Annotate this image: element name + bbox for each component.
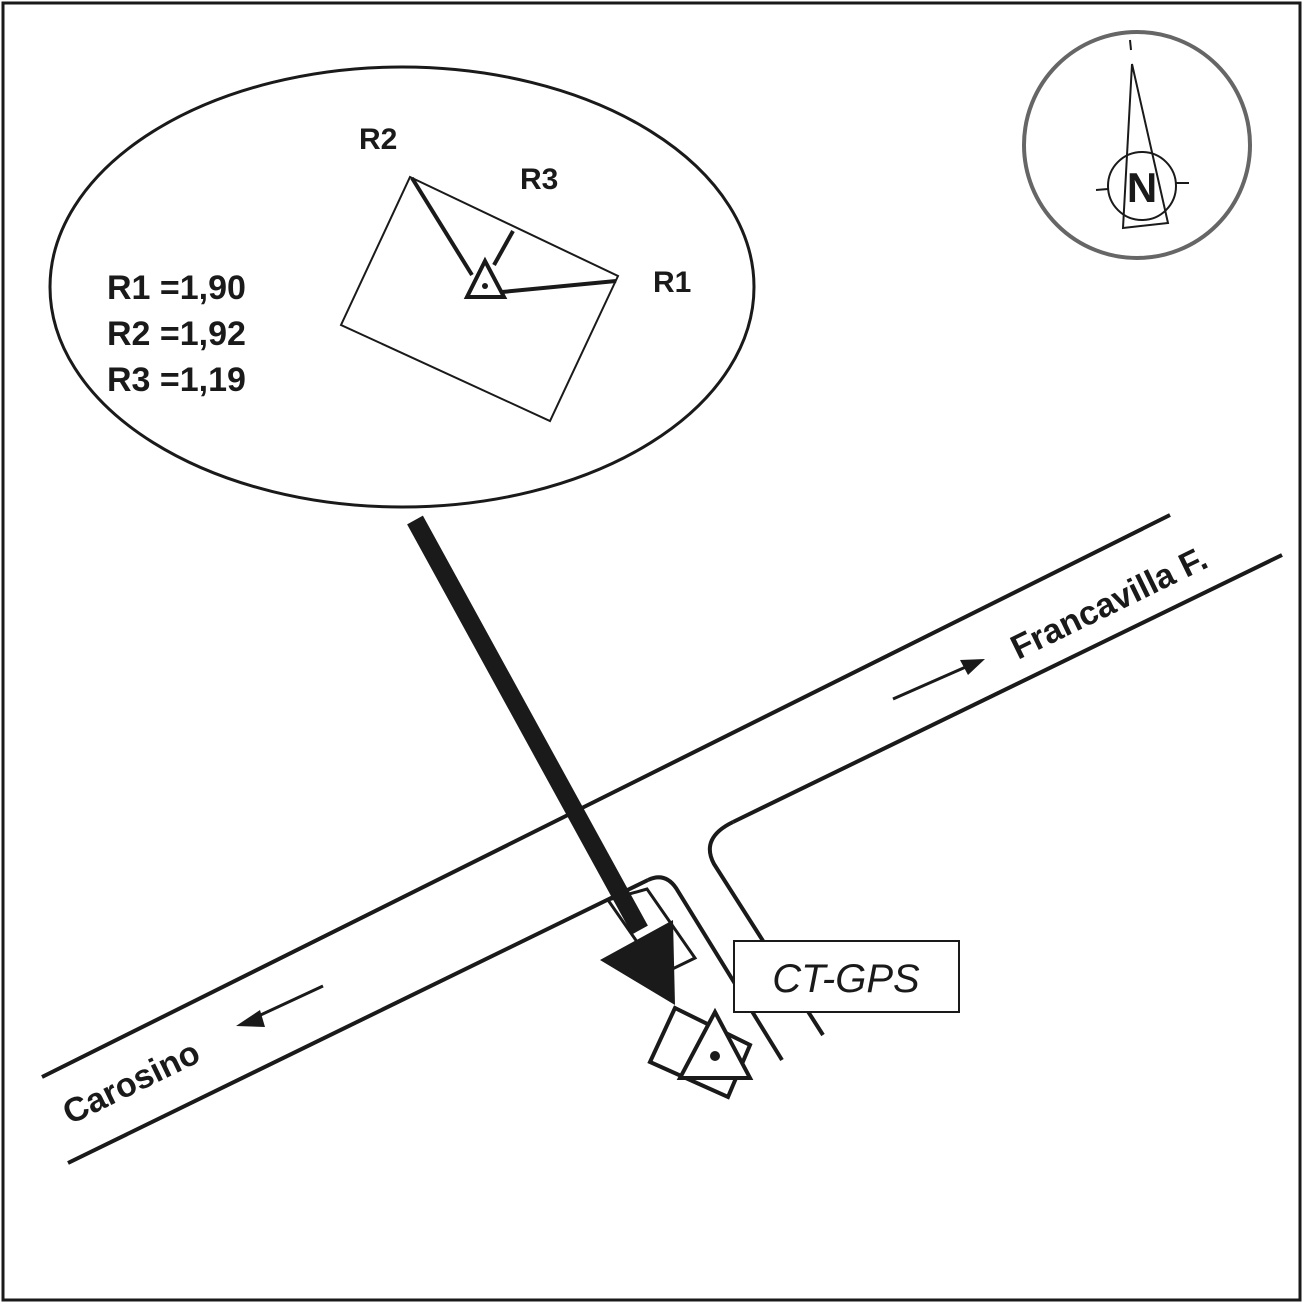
north-label: N (1127, 164, 1157, 211)
direction-arrow-west-icon (236, 984, 324, 1027)
measurement-r1: R1 =1,90 (107, 269, 246, 307)
road-label-west: Carosino (57, 1033, 206, 1132)
station-label: CT-GPS (772, 957, 920, 1001)
direction-arrow-east-icon (892, 659, 985, 701)
gps-station-icon (647, 1005, 754, 1100)
pointer-arrow-icon (407, 515, 675, 1005)
building-outline (339, 175, 620, 423)
detail-inset: R2 R3 R1 R1 =1,90 R2 =1,92 R3 =1,19 (48, 65, 756, 509)
measurement-r3: R3 =1,19 (107, 361, 246, 399)
station-label-box: CT-GPS (733, 940, 960, 1013)
label-r2: R2 (359, 123, 397, 156)
label-r3: R3 (520, 163, 558, 196)
north-arrow-icon: N (1022, 30, 1252, 260)
road-main (41, 513, 1283, 1165)
benchmark-triangle-icon (463, 256, 508, 299)
label-r1: R1 (653, 266, 691, 299)
measurement-r2: R2 =1,92 (107, 315, 246, 353)
